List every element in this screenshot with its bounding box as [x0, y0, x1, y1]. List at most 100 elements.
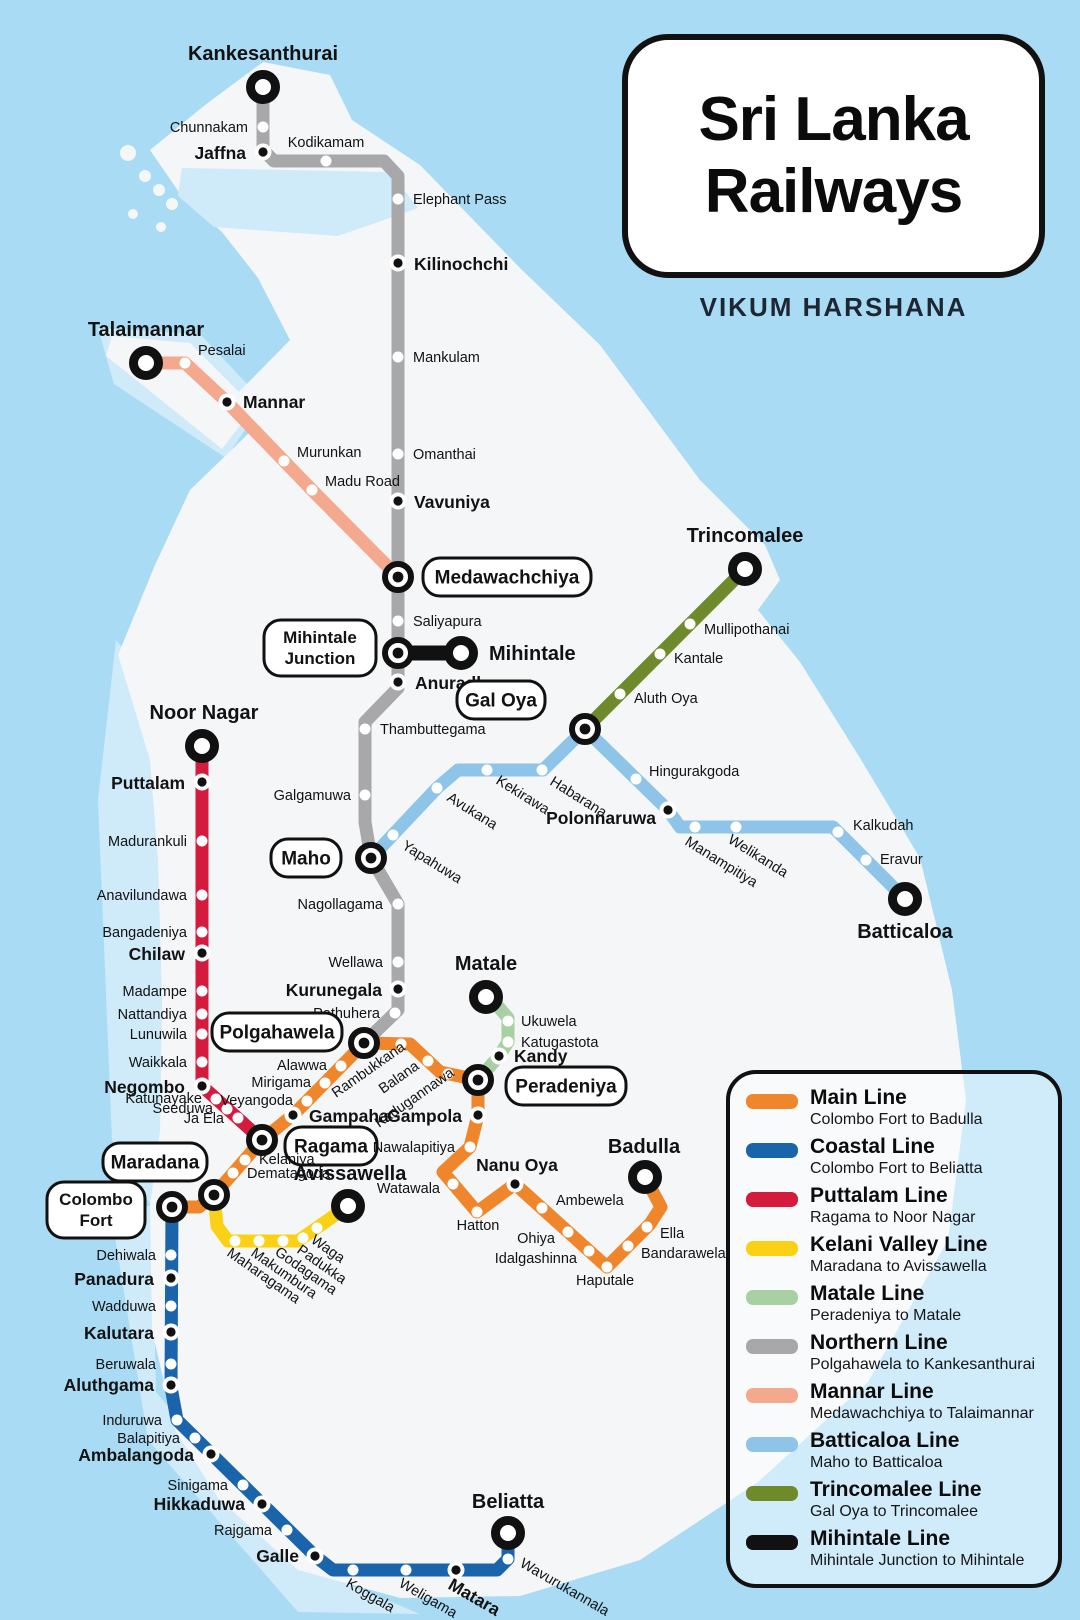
legend-line-name: Batticaloa Line [810, 1429, 960, 1453]
station-puttalam: Puttalam [111, 773, 211, 793]
station-avissawella: Avissawella [294, 1163, 407, 1223]
station-label: Fort [79, 1211, 112, 1230]
station-madampe: Madampe [123, 984, 208, 1000]
station-label-box [101, 1141, 209, 1183]
station-kalkudah: Kalkudah [832, 818, 913, 838]
station-label: Chilaw [129, 944, 186, 964]
station-aluthgama: Aluthgama [64, 1375, 180, 1395]
station-dot [654, 648, 666, 660]
station-dot [257, 121, 269, 133]
station-dot [601, 1261, 613, 1273]
station-label: Sinigama [168, 1478, 229, 1494]
station-ragama: Ragama [246, 1124, 379, 1167]
station-dot [387, 829, 399, 841]
station-dot-core [663, 805, 673, 815]
station-label: Murunkan [297, 445, 361, 461]
station-dot [502, 1015, 514, 1027]
legend-line-route: Gal Oya to Trincomalee [810, 1503, 979, 1521]
station-katunayake: Katunayake [125, 1091, 222, 1107]
station-dot [392, 956, 404, 968]
islet [139, 170, 151, 182]
station-label: Bandarawela [641, 1246, 727, 1262]
station-label: Veyangoda [220, 1093, 294, 1109]
station-dot [239, 1154, 251, 1166]
station-label: Seeduwa [153, 1101, 214, 1117]
station-maradana: Maradana [101, 1141, 230, 1211]
station-dot [196, 889, 208, 901]
station-label: Medawachchiya [435, 568, 580, 589]
station-dehiwala: Dehiwala [96, 1248, 177, 1264]
station-label: Nawalapitiya [373, 1140, 456, 1156]
station-thambuttegama: Thambuttegama [359, 722, 487, 738]
station-label: Mihintale [283, 628, 357, 647]
station-dot [630, 773, 642, 785]
station-vavuniya: Vavuniya [389, 492, 490, 512]
station-dot [622, 1240, 634, 1252]
legend-line-route: Maho to Batticaloa [810, 1454, 943, 1472]
terminus-marker [888, 882, 922, 916]
terminus-marker [728, 552, 762, 586]
station-label: Mihintale [489, 643, 576, 665]
station-dot [210, 1093, 222, 1105]
station-label-box [283, 1125, 379, 1167]
station-hikkaduwa: Hikkaduwa [154, 1494, 271, 1514]
station-label: Alawwa [277, 1058, 328, 1074]
station-label: Kalutara [84, 1323, 154, 1343]
station-label: Mankulam [413, 350, 480, 366]
station-haputale: Haputale [576, 1261, 634, 1289]
station-label: Kantale [674, 651, 723, 667]
station-dot-core [197, 1081, 207, 1091]
legend-swatch [746, 1143, 798, 1159]
islet [128, 209, 138, 219]
lagoon [178, 168, 418, 236]
station-label: Madampe [123, 984, 187, 1000]
station-kurunegala: Kurunegala [286, 980, 407, 1000]
legend-swatch [746, 1339, 798, 1355]
legend-line-name: Kelani Valley Line [810, 1233, 988, 1257]
station-dot [196, 1008, 208, 1020]
legend-swatch [746, 1094, 798, 1110]
station-label: Gal Oya [465, 691, 537, 712]
legend-swatch [746, 1192, 798, 1208]
station-label: Elephant Pass [413, 192, 507, 208]
station-ambalangoda: Ambalangoda [78, 1445, 220, 1465]
title-box: Sri Lanka Railways [622, 34, 1045, 278]
station-label: Bangadeniya [102, 925, 188, 941]
station-dot [392, 193, 404, 205]
station-dot [400, 1564, 412, 1576]
station-mirigama: Mirigama [251, 1075, 331, 1091]
station-dot [689, 821, 701, 833]
station-label: Kankesanthurai [188, 43, 338, 65]
station-anavilundawa: Anavilundawa [97, 888, 208, 904]
terminus-marker [331, 1189, 365, 1223]
station-dot-core [473, 1110, 483, 1120]
islet [120, 145, 136, 161]
terminus-marker [491, 1516, 525, 1550]
station-mihintale: Mihintale [444, 636, 576, 670]
station-bandarawela: Bandarawela [622, 1240, 727, 1262]
station-label: Gampola [387, 1106, 462, 1126]
station-dot [229, 1235, 241, 1247]
station-label: Negombo [104, 1077, 185, 1097]
station-dot [392, 898, 404, 910]
station-label: Dematagoda [247, 1166, 331, 1182]
station-dot [389, 1007, 401, 1019]
station-dot-core [258, 147, 268, 157]
station-dot [471, 1206, 483, 1218]
station-label: Ja Ela [184, 1111, 225, 1127]
legend-line-name: Main Line [810, 1086, 907, 1110]
station-madu-road: Madu Road [306, 474, 400, 496]
station-murunkan: Murunkan [278, 445, 361, 467]
station-dot [319, 1077, 331, 1089]
station-label: Ohiya [517, 1231, 556, 1247]
station-mankulam: Mankulam [392, 350, 480, 366]
legend-swatch [746, 1486, 798, 1502]
station-aluth-oya: Aluth Oya [614, 688, 699, 707]
interchange-core [472, 1074, 484, 1086]
station-dot [179, 357, 191, 369]
